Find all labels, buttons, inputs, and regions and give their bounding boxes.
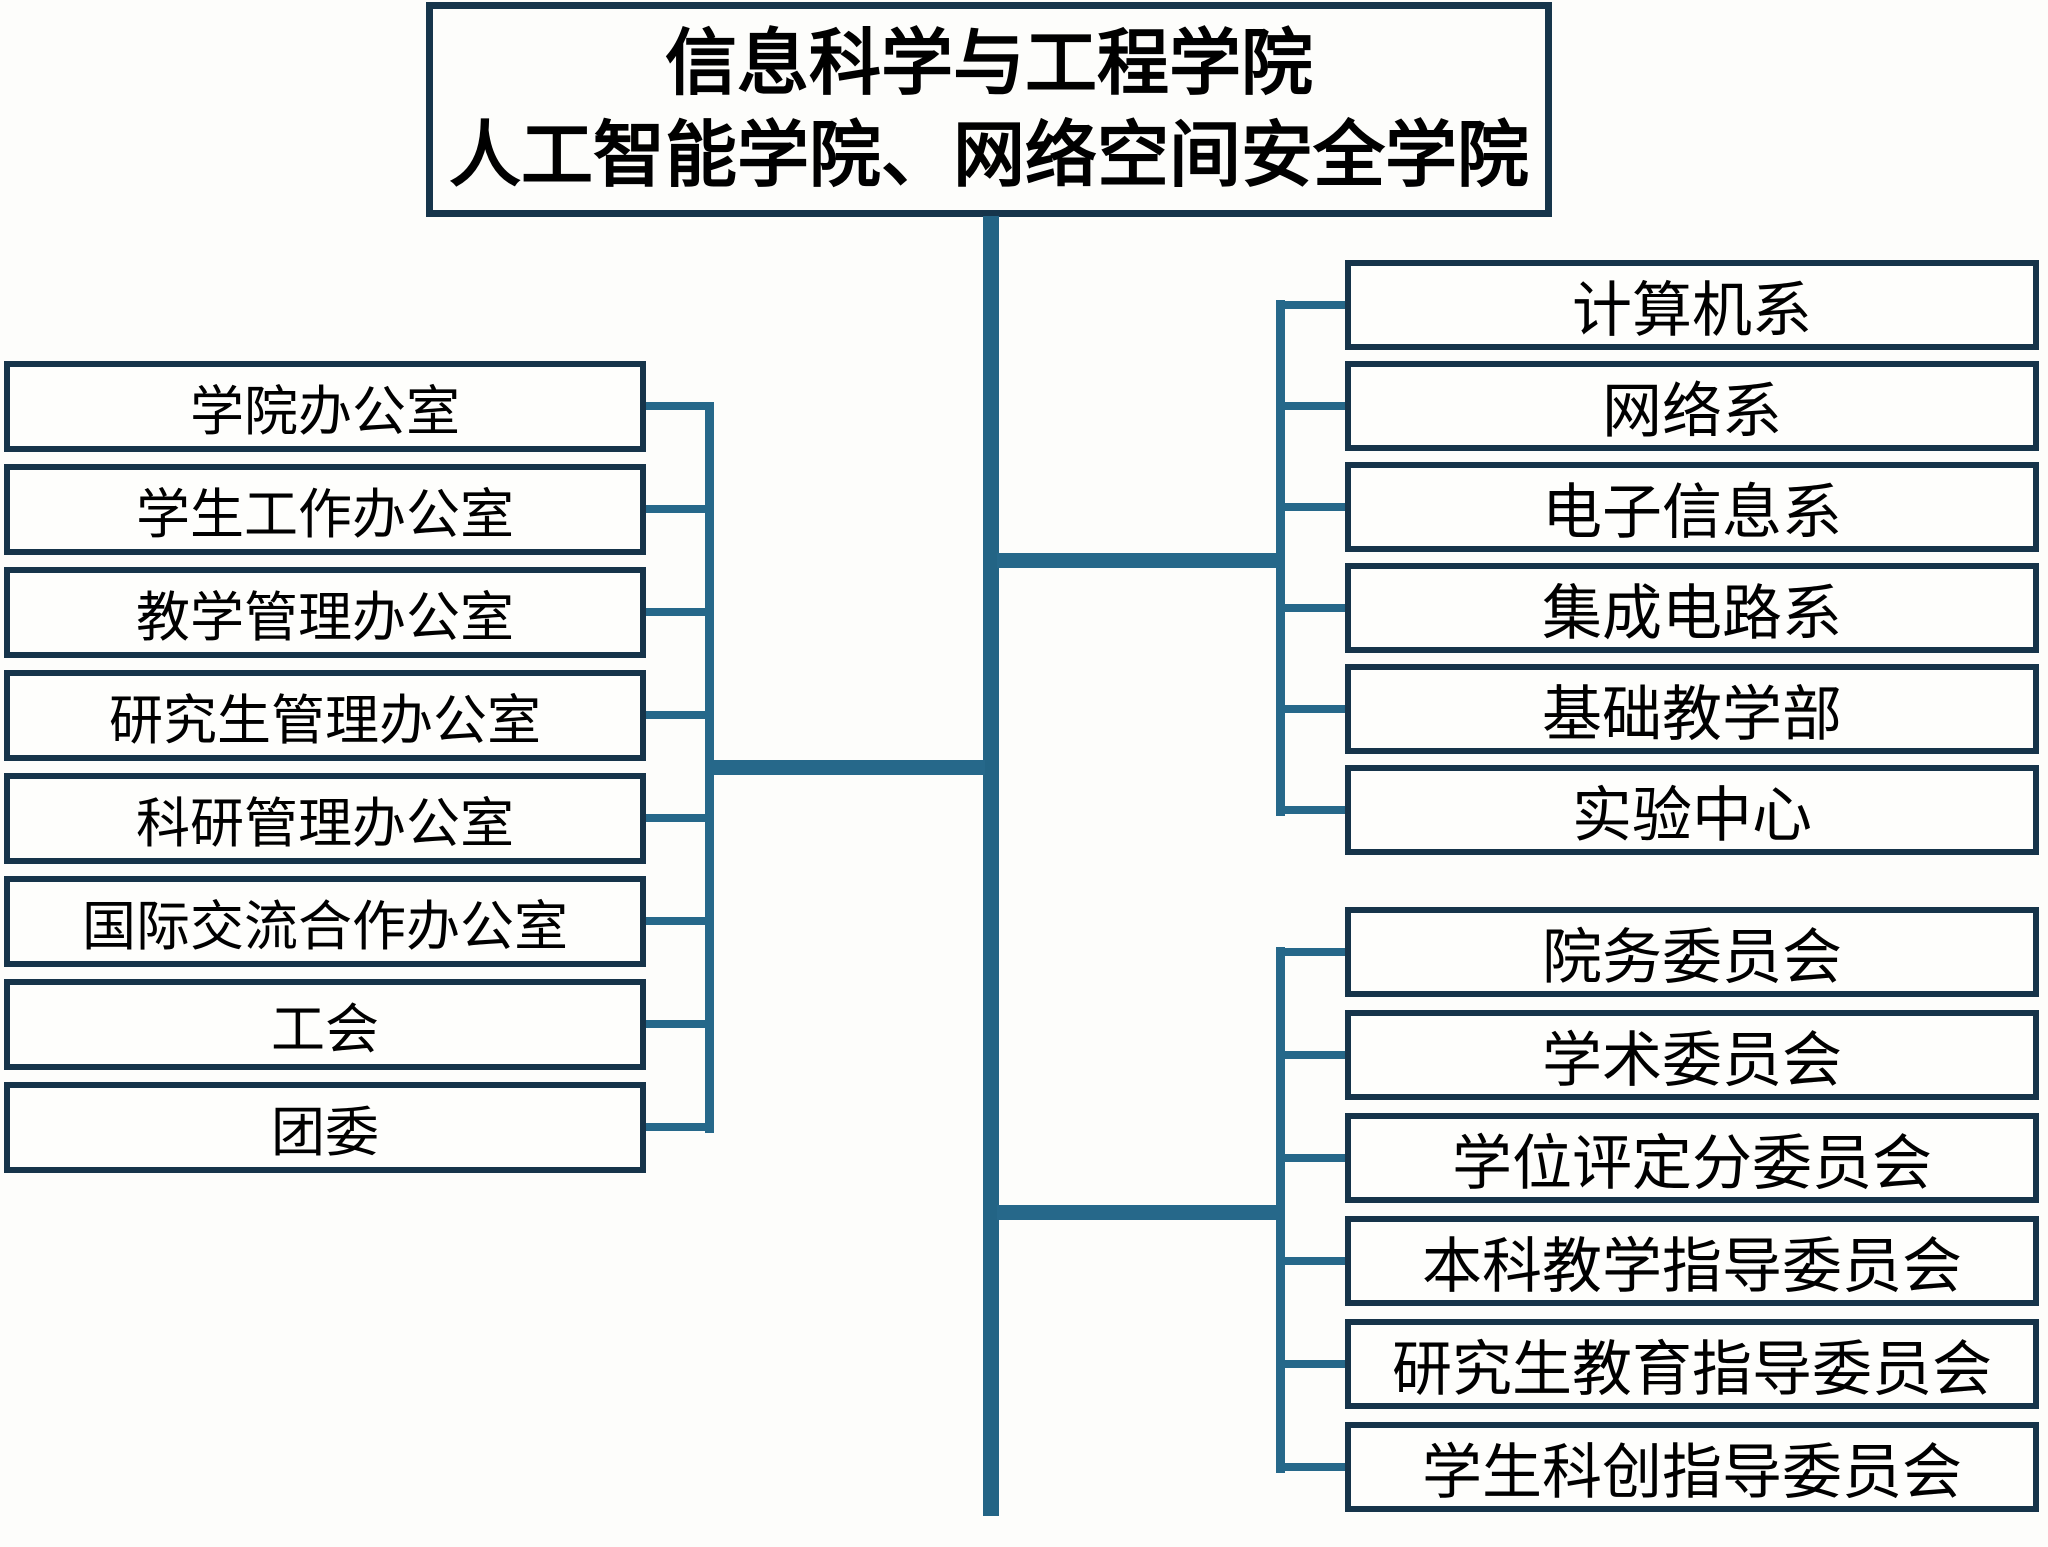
stub-line — [1283, 948, 1347, 956]
stub-line — [645, 402, 707, 410]
root-node: 信息科学与工程学院 人工智能学院、网络空间安全学院 — [426, 2, 1552, 217]
node-left-1: 学生工作办公室 — [4, 464, 646, 555]
stub-line — [1283, 301, 1347, 309]
trunk-line — [983, 216, 999, 1516]
node-label: 研究生教育指导委员会 — [1392, 1336, 1992, 1403]
stub-line — [1283, 503, 1347, 511]
departments-group-connector — [997, 553, 1278, 568]
node-label: 网络系 — [1602, 378, 1782, 445]
node-label: 基础教学部 — [1542, 681, 1842, 748]
stub-line — [645, 505, 707, 513]
node-committee-5: 学生科创指导委员会 — [1345, 1422, 2039, 1512]
node-label: 团委 — [271, 1103, 379, 1163]
stub-line — [1283, 1360, 1347, 1368]
node-label: 实验中心 — [1572, 782, 1812, 849]
node-dept-2: 电子信息系 — [1345, 462, 2039, 552]
node-label: 学术委员会 — [1542, 1027, 1842, 1094]
departments-group-rail — [1276, 300, 1285, 816]
left-group-connector — [709, 760, 985, 775]
root-node-title-line2: 人工智能学院、网络空间安全学院 — [448, 115, 1529, 196]
stub-line — [1283, 604, 1347, 612]
root-node-title-line1: 信息科学与工程学院 — [664, 23, 1313, 104]
node-dept-3: 集成电路系 — [1345, 563, 2039, 653]
stub-line — [1283, 806, 1347, 814]
node-label: 教学管理办公室 — [136, 588, 514, 648]
stub-line — [645, 917, 707, 925]
node-dept-4: 基础教学部 — [1345, 664, 2039, 754]
node-label: 科研管理办公室 — [136, 794, 514, 854]
stub-line — [1283, 1051, 1347, 1059]
node-left-4: 科研管理办公室 — [4, 773, 646, 864]
node-committee-0: 院务委员会 — [1345, 907, 2039, 997]
node-dept-1: 网络系 — [1345, 361, 2039, 451]
node-label: 国际交流合作办公室 — [82, 897, 568, 957]
node-left-7: 团委 — [4, 1082, 646, 1173]
node-label: 院务委员会 — [1542, 924, 1842, 991]
stub-line — [1283, 1154, 1347, 1162]
node-label: 计算机系 — [1572, 277, 1812, 344]
node-dept-0: 计算机系 — [1345, 260, 2039, 350]
left-group-rail — [705, 402, 714, 1133]
stub-line — [645, 1123, 707, 1131]
node-left-5: 国际交流合作办公室 — [4, 876, 646, 967]
stub-line — [645, 711, 707, 719]
node-left-0: 学院办公室 — [4, 361, 646, 452]
stub-line — [645, 1020, 707, 1028]
node-label: 工会 — [271, 1000, 379, 1060]
node-label: 研究生管理办公室 — [109, 691, 541, 751]
stub-line — [1283, 402, 1347, 410]
stub-line — [645, 608, 707, 616]
node-dept-5: 实验中心 — [1345, 765, 2039, 855]
node-committee-2: 学位评定分委员会 — [1345, 1113, 2039, 1203]
node-label: 集成电路系 — [1542, 580, 1842, 647]
node-committee-1: 学术委员会 — [1345, 1010, 2039, 1100]
committees-group-rail — [1276, 947, 1285, 1473]
node-left-6: 工会 — [4, 979, 646, 1070]
node-label: 本科教学指导委员会 — [1422, 1233, 1962, 1300]
node-label: 电子信息系 — [1542, 479, 1842, 546]
node-label: 学生工作办公室 — [136, 485, 514, 545]
node-label: 学院办公室 — [190, 382, 460, 442]
stub-line — [1283, 1257, 1347, 1265]
node-label: 学位评定分委员会 — [1452, 1130, 1932, 1197]
node-committee-4: 研究生教育指导委员会 — [1345, 1319, 2039, 1409]
stub-line — [1283, 705, 1347, 713]
stub-line — [1283, 1463, 1347, 1471]
node-left-3: 研究生管理办公室 — [4, 670, 646, 761]
stub-line — [645, 814, 707, 822]
committees-group-connector — [997, 1205, 1278, 1220]
node-left-2: 教学管理办公室 — [4, 567, 646, 658]
node-label: 学生科创指导委员会 — [1422, 1439, 1962, 1506]
node-committee-3: 本科教学指导委员会 — [1345, 1216, 2039, 1306]
